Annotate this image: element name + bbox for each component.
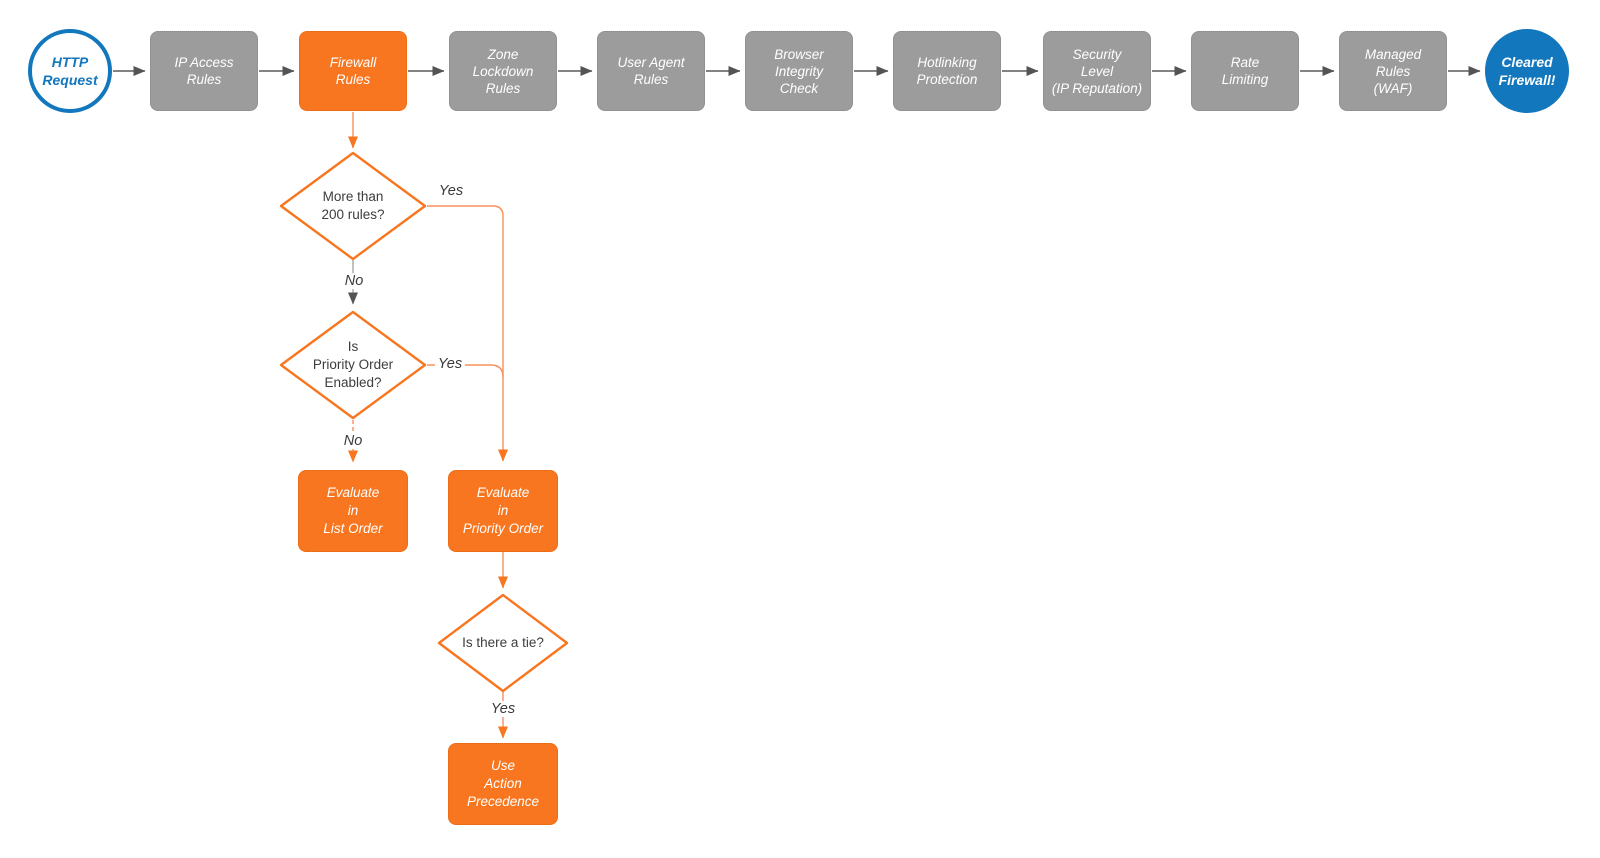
decision-is-there-a-tie-shape — [437, 593, 569, 693]
stage-firewall-rules: Firewall Rules — [299, 31, 407, 111]
action-evaluate-in-list-order: Evaluate in List Order — [298, 470, 408, 552]
edge-label-yes-200-rules: Yes — [435, 183, 467, 199]
edge-yes-to-evaluate-priority-order — [427, 205, 508, 462]
edge-label-no-200-rules: No — [341, 273, 367, 289]
action-use-action-precedence: Use Action Precedence — [448, 743, 558, 825]
decision-more-than-200-rules-shape — [279, 151, 427, 261]
stage-security-level: Security Level (IP Reputation) — [1043, 31, 1151, 111]
edge-label-no-priority-order: No — [340, 433, 366, 449]
action-evaluate-in-priority-order: Evaluate in Priority Order — [448, 470, 558, 552]
stage-user-agent-rules: User Agent Rules — [597, 31, 705, 111]
decision-priority-order-enabled-shape — [279, 310, 427, 420]
stage-managed-rules-waf: Managed Rules (WAF) — [1339, 31, 1447, 111]
start-node-http-request: HTTP Request — [28, 29, 112, 113]
edge-label-yes-priority-order: Yes — [434, 356, 466, 372]
stage-ip-access-rules: IP Access Rules — [150, 31, 258, 111]
stage-rate-limiting: Rate Limiting — [1191, 31, 1299, 111]
stage-hotlinking-protection: Hotlinking Protection — [893, 31, 1001, 111]
stage-browser-integrity-check: Browser Integrity Check — [745, 31, 853, 111]
end-node-cleared-firewall: Cleared Firewall! — [1485, 29, 1569, 113]
stage-zone-lockdown-rules: Zone Lockdown Rules — [449, 31, 557, 111]
edge-label-yes-tie: Yes — [487, 701, 519, 717]
edge-yes-merge-to-priority-line — [427, 364, 504, 378]
